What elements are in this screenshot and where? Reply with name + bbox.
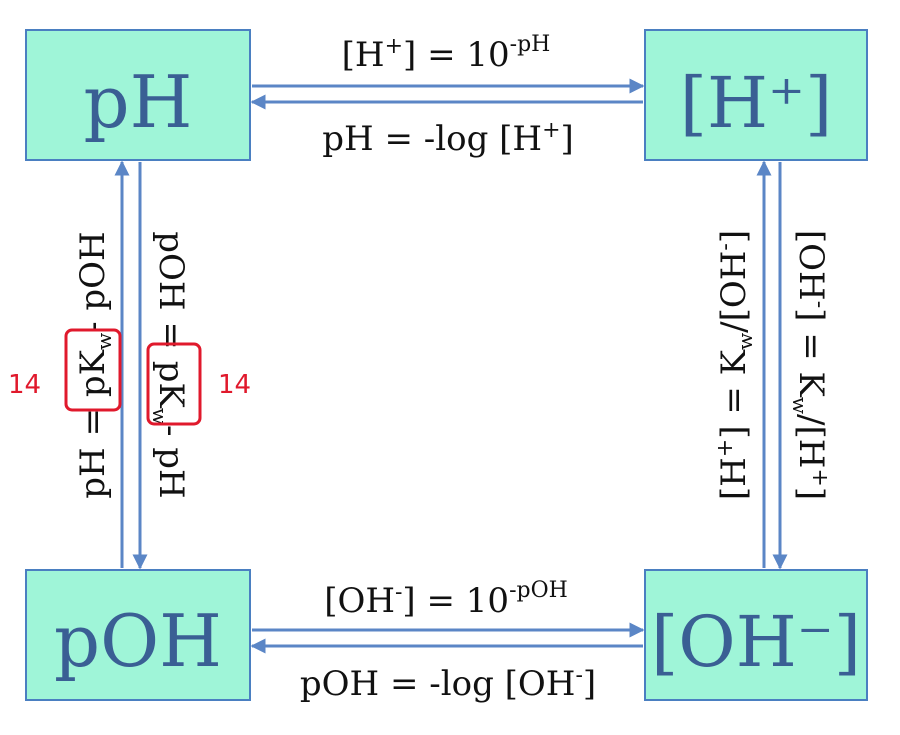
eq-ph-from-poh-a: pH = pK — [73, 349, 113, 498]
poh-box: pOH — [25, 569, 251, 701]
eq-h-from-oh-c: /[OH — [714, 251, 754, 333]
eq-oh-from-h: [OH-] = Kw/[H+] — [788, 230, 832, 500]
annotation-note-right: 14 — [218, 370, 251, 400]
oh-minus-box-label: [OH⁻] — [651, 601, 861, 683]
eq-h-from-oh-a: [H — [714, 457, 754, 500]
eq-h-from-oh-b: ] = K — [714, 349, 754, 438]
annotation-box-right — [146, 342, 202, 426]
annotation-box-left — [64, 328, 122, 412]
eq-oh-from-h-c: /[H — [791, 414, 831, 468]
poh-box-label: pOH — [54, 599, 222, 683]
eq-ph-from-h-a: pH = -log [H — [322, 119, 542, 159]
eq-h-from-oh-sup2: - — [713, 243, 738, 250]
eq-h-from-ph-base: [H — [342, 35, 385, 75]
eq-poh-from-oh: pOH = -log [OH-] — [300, 663, 596, 704]
h-plus-box-label: [H⁺] — [680, 62, 833, 144]
eq-ph-from-h-sup: + — [542, 118, 560, 143]
ph-box: pH — [25, 29, 251, 161]
eq-oh-from-poh-sup1: - — [395, 580, 402, 605]
eq-oh-from-poh-mid: ] = 10 — [402, 581, 509, 621]
eq-ph-from-poh-b: - pOH — [73, 231, 113, 333]
eq-h-from-ph-sup1: + — [385, 34, 403, 59]
eq-h-from-oh-sup1: + — [713, 439, 738, 457]
eq-oh-from-poh: [OH-] = 10-pOH — [324, 578, 568, 621]
eq-poh-from-oh-sup: - — [575, 663, 582, 688]
eq-ph-from-h-b: ] — [561, 119, 574, 159]
eq-poh-from-oh-b: ] — [583, 664, 596, 704]
eq-oh-from-h-sup1: - — [807, 301, 832, 308]
annotation-note-left: 14 — [8, 370, 41, 400]
oh-minus-box: [OH⁻] — [644, 569, 868, 701]
eq-poh-from-ph: pOH = pKw- pH — [148, 231, 191, 498]
eq-ph-from-h: pH = -log [H+] — [322, 118, 574, 159]
eq-oh-from-h-b: ] = K — [791, 308, 831, 397]
eq-h-from-ph-mid: ] = 10 — [403, 35, 510, 75]
eq-h-from-ph-sup2: -pH — [510, 32, 551, 57]
eq-ph-from-poh: pH = pKw- pOH — [73, 231, 116, 498]
eq-oh-from-h-sub: w — [788, 397, 812, 414]
eq-ph-from-poh-sub: w — [92, 333, 116, 350]
eq-h-from-oh: [H+] = Kw/[OH-] — [713, 230, 757, 500]
eq-oh-from-h-d: ] — [791, 487, 831, 500]
eq-poh-from-oh-a: pOH = -log [OH — [300, 664, 576, 704]
eq-oh-from-poh-base: [OH — [324, 581, 395, 621]
eq-h-from-oh-d: ] — [714, 230, 754, 243]
eq-h-from-oh-sub: w — [733, 333, 757, 350]
eq-poh-from-ph-a: pOH = pK — [151, 231, 191, 408]
h-plus-box: [H⁺] — [644, 29, 868, 161]
eq-poh-from-ph-b: - pH — [151, 425, 191, 499]
eq-poh-from-ph-sub: w — [148, 408, 172, 425]
eq-oh-from-h-sup2: + — [807, 468, 832, 486]
eq-oh-from-h-a: [OH — [791, 230, 831, 301]
ph-box-label: pH — [84, 60, 193, 144]
eq-h-from-ph: [H+] = 10-pH — [342, 32, 551, 75]
eq-oh-from-poh-sup2: -pOH — [509, 578, 568, 603]
